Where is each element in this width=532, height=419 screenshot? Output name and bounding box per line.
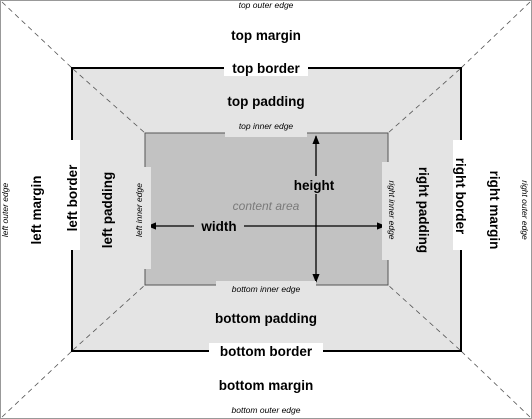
bottom-border-label: bottom border — [220, 344, 313, 359]
content-box — [144, 132, 389, 286]
top-outer-edge-label: top outer edge — [239, 0, 294, 10]
right-border-label: right border — [453, 158, 468, 235]
height-label: height — [294, 178, 335, 193]
left-inner-edge-label: left inner edge — [134, 183, 144, 237]
top-padding-label: top padding — [227, 94, 304, 109]
left-margin-label: left margin — [29, 175, 44, 244]
top-margin-label: top margin — [231, 28, 301, 43]
padding-diagonals — [72, 68, 461, 351]
right-margin-label: right margin — [487, 171, 502, 250]
right-inner-edge-label: right inner edge — [387, 180, 397, 239]
content-area-label: content area — [233, 199, 300, 213]
left-border-label: left border — [65, 164, 80, 232]
bottom-margin-label: bottom margin — [219, 378, 314, 393]
left-padding-label: left padding — [100, 172, 115, 249]
bottom-inner-edge-label: bottom inner edge — [232, 284, 301, 294]
right-outer-edge-label: right outer edge — [520, 180, 530, 240]
top-border-label: top border — [232, 61, 300, 76]
bottom-padding-label: bottom padding — [215, 311, 317, 326]
top-inner-edge-label: top inner edge — [239, 121, 294, 131]
bottom-outer-edge-label: bottom outer edge — [232, 405, 301, 415]
width-label: width — [200, 219, 236, 234]
left-outer-edge-label: left outer edge — [0, 183, 10, 238]
right-padding-label: right padding — [416, 167, 431, 253]
